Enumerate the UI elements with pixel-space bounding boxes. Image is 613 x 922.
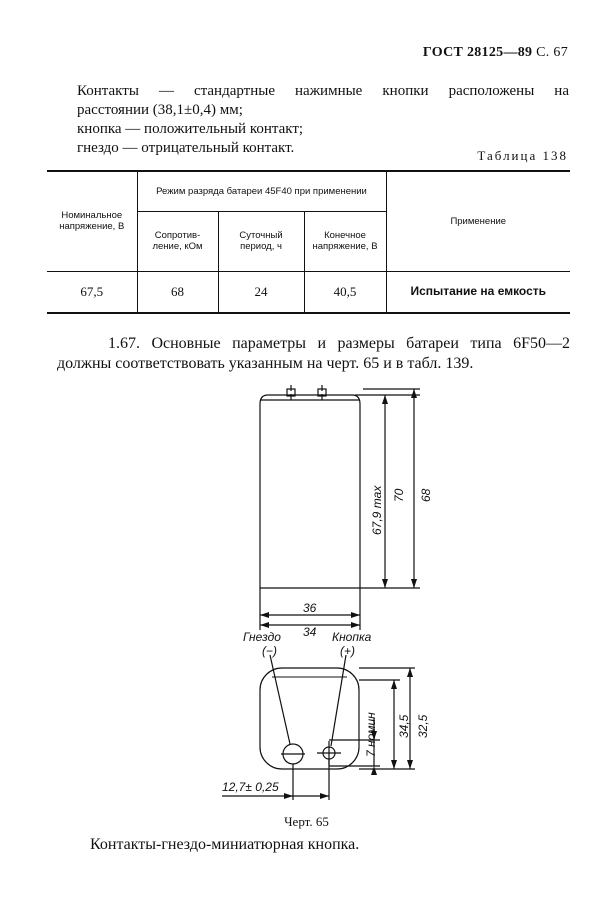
dim-7-nominal: 7 номин: [364, 712, 378, 757]
intro-line-2: расстоянии (38,1±0,4) мм;: [77, 102, 243, 118]
battery-body-outline: [259, 394, 361, 589]
header-application: Применение: [385, 170, 570, 272]
figure-caption: Черт. 65: [284, 814, 329, 829]
dim-36: 36: [303, 601, 317, 615]
page-header: ГОСТ 28125—89 С. 67: [423, 45, 568, 61]
standard-number: ГОСТ 28125—89: [422, 45, 533, 60]
battery-top-view: [259, 667, 360, 770]
table-caption: Таблица 138: [477, 148, 568, 163]
dim-70: 70: [392, 488, 406, 502]
cell-application: Испытание на емкость: [385, 270, 570, 314]
section-line-2: должны соответствовать указанным на черт…: [57, 355, 474, 372]
closing-text: Контакты-гнездо-миниатюрная кнопка.: [90, 836, 360, 853]
table-138: Номинальное напряжение, В Режим разряда …: [47, 170, 570, 314]
label-button-sign: (+): [340, 644, 355, 658]
label-socket: Гнездо: [243, 630, 281, 644]
table-row: 67,5 68 24 40,5 Испытание на емкость: [47, 270, 570, 314]
label-socket-sign: (−): [262, 644, 277, 658]
section-line-1: 1.67. Основные параметры и размеры батар…: [108, 335, 570, 352]
header-daily-period: Суточный период, ч: [217, 210, 305, 272]
dim-34-5: 34,5: [397, 714, 411, 738]
intro-line-3: кнопка — положительный контакт;: [77, 121, 304, 137]
label-button: Кнопка: [332, 630, 372, 644]
battery-drawing: 67,9 max 70 68 36 34 Гнездо (−) Кнопка (…: [222, 385, 433, 800]
cell-final-voltage: 40,5: [303, 270, 387, 314]
dim-12-7: 12,7± 0,25: [222, 780, 279, 794]
header-nominal-voltage: Номинальное напряжение, В: [47, 170, 138, 272]
intro-line-1: Контакты — стандартные нажимные кнопки р…: [77, 83, 569, 99]
cell-nominal-voltage: 67,5: [47, 270, 138, 314]
cell-daily-period: 24: [217, 270, 305, 314]
header-resistance: Сопротив-ление, кОм: [136, 210, 219, 272]
cell-resistance: 68: [136, 270, 219, 314]
header-discharge-mode: Режим разряда батареи 45F40 при применен…: [136, 170, 387, 212]
header-final-voltage: Конечное напряжение, В: [303, 210, 387, 272]
page-number: С. 67: [536, 45, 568, 60]
dim-32-5: 32,5: [416, 714, 430, 738]
dim-34: 34: [303, 625, 317, 639]
intro-line-4: гнездо — отрицательный контакт.: [77, 140, 295, 156]
dim-68: 68: [419, 488, 433, 502]
dim-height-max: 67,9 max: [370, 485, 384, 535]
